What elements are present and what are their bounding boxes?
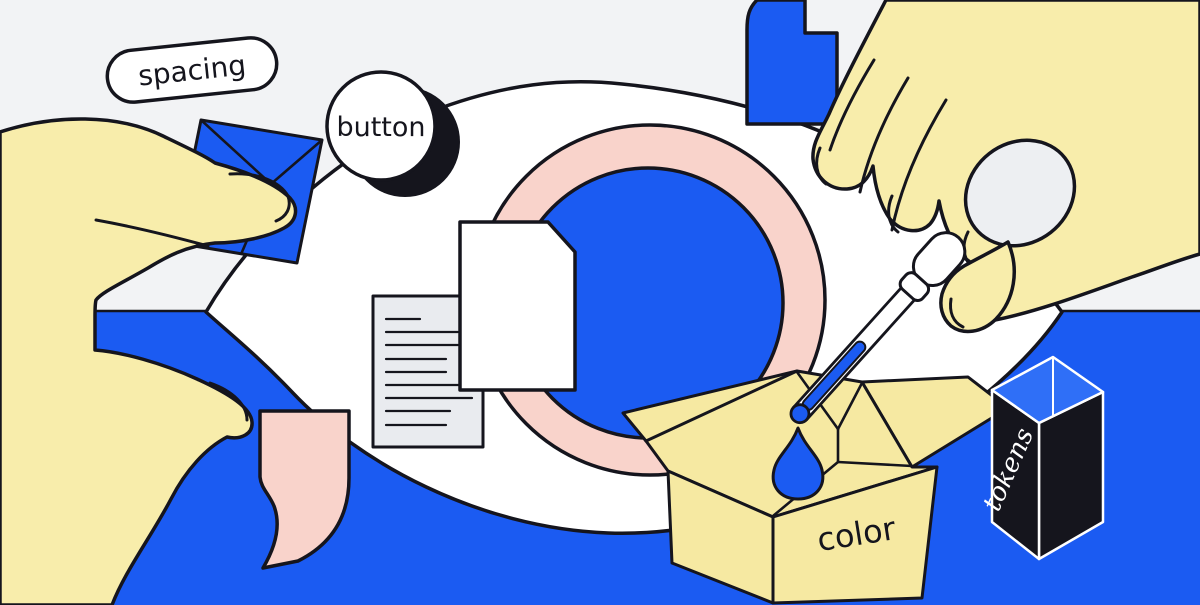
spacing-pill: spacing: [105, 36, 279, 104]
thumb-nail: [208, 381, 249, 422]
document-text-lines: [384, 317, 474, 427]
tokens-box-top-face: [990, 355, 1105, 425]
eyedropper: [789, 231, 967, 425]
box-front-right: [771, 465, 939, 605]
color-drop: [771, 426, 825, 501]
right-thumb: [939, 240, 1016, 334]
blank-document: [458, 220, 577, 392]
tokens-box: tokens: [977, 355, 1105, 561]
right-hand: [811, 0, 1200, 322]
thumb-gap: [963, 138, 1077, 248]
right-hand-creases: [828, 58, 948, 232]
eyedropper-tip-drop: [789, 403, 811, 425]
comma-shape: [258, 409, 351, 570]
left-hand-crease: [94, 218, 210, 248]
index-fingernail: [228, 172, 291, 223]
button-label: button: [336, 112, 425, 143]
left-hand: [0, 117, 298, 605]
quote-shape: [745, 0, 839, 126]
button-badge: button: [325, 70, 460, 197]
